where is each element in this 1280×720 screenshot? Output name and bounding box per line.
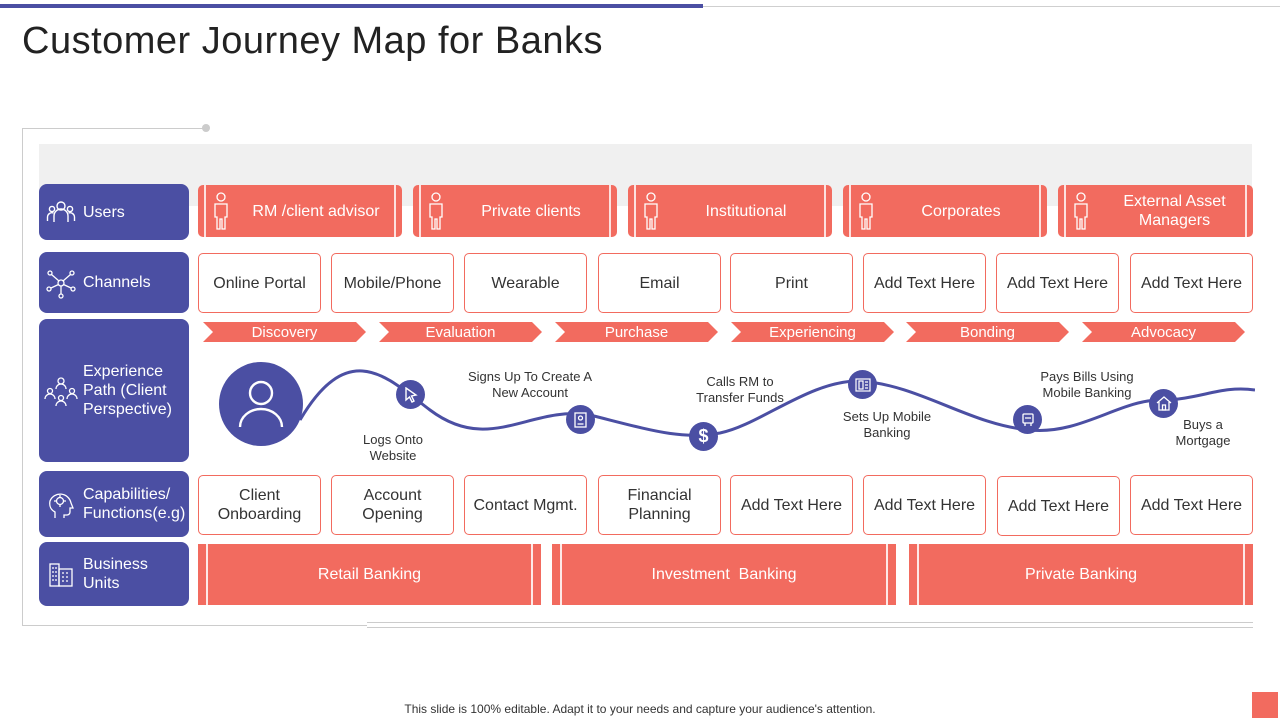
frame-top-line: [22, 128, 206, 129]
row-label-channels: Channels: [39, 252, 189, 313]
capability-box: Account Opening: [331, 475, 454, 535]
frame-left-line: [22, 128, 23, 626]
user-card: Corporates: [843, 185, 1047, 237]
cursor-icon: [396, 380, 425, 409]
business-unit-bar: Private Banking: [909, 544, 1253, 605]
business-unit-label: Investment Banking: [651, 565, 797, 583]
row-label-capabilities: Capabilities/ Functions(e.g): [39, 471, 189, 537]
channel-box: Email: [598, 253, 721, 313]
phase-arrow: Advocacy: [1082, 322, 1245, 342]
row-label-text: Capabilities/ Functions(e.g): [83, 486, 186, 522]
row-label-text: Users: [83, 203, 125, 221]
frame-bottom-double-line: [367, 622, 1253, 628]
row-label-text: Channels: [83, 274, 151, 291]
row-label-experience: Experience Path (Client Perspective): [39, 319, 189, 462]
users-group-icon: [39, 197, 83, 227]
channel-box: Print: [730, 253, 853, 313]
journey-step-label: Buys a Mortgage: [1175, 417, 1231, 448]
business-unit-bar: Investment Banking: [552, 544, 896, 605]
dollar-icon: $: [689, 422, 718, 451]
id-card-icon: [566, 405, 595, 434]
person-icon: [1058, 192, 1104, 230]
mobile-banking-icon: [848, 370, 877, 399]
capability-box: Contact Mgmt.: [464, 475, 587, 535]
capability-box: Add Text Here: [997, 476, 1120, 536]
channel-box: Add Text Here: [1130, 253, 1253, 313]
corner-accent: [1252, 692, 1278, 718]
business-unit-label: Private Banking: [1024, 565, 1138, 583]
row-label-text: Experience Path (Client Perspective): [83, 363, 172, 418]
capability-box: Client Onboarding: [198, 475, 321, 535]
user-card: Private clients: [413, 185, 617, 237]
channel-box: Mobile/Phone: [331, 253, 454, 313]
row-label-text: Business Units: [83, 556, 148, 592]
page-title: Customer Journey Map for Banks: [22, 20, 604, 62]
bill-icon: [1013, 405, 1042, 434]
channel-box: Add Text Here: [996, 253, 1119, 313]
capability-box: Financial Planning: [598, 475, 721, 535]
business-unit-bar: Retail Banking: [198, 544, 541, 605]
capability-box: Add Text Here: [1130, 475, 1253, 535]
person-icon: [843, 192, 889, 230]
people-circle-icon: [39, 373, 83, 409]
channel-box: Add Text Here: [863, 253, 986, 313]
person-icon: [198, 192, 244, 230]
journey-step-label: Sets Up Mobile Banking: [842, 409, 932, 440]
journey-step-label: Calls RM to Transfer Funds: [696, 374, 784, 405]
row-label-users: Users: [39, 184, 189, 240]
journey-step-label: Signs Up To Create A New Account: [467, 369, 593, 400]
journey-step-label: Logs Onto Website: [363, 432, 423, 463]
top-divider-line: [703, 6, 1280, 7]
phase-arrow: Bonding: [906, 322, 1069, 342]
row-label-business: Business Units: [39, 542, 189, 606]
person-outline-icon: [238, 380, 284, 428]
journey-path: [298, 369, 1255, 437]
user-card: External Asset Managers: [1058, 185, 1253, 237]
house-icon: [1149, 389, 1178, 418]
user-card: Institutional: [628, 185, 832, 237]
channel-box: Online Portal: [198, 253, 321, 313]
frame-dot: [202, 124, 210, 132]
person-icon: [413, 192, 459, 230]
customer-avatar: [219, 362, 303, 446]
journey-step-label: Pays Bills Using Mobile Banking: [1040, 369, 1134, 400]
capability-box: Add Text Here: [863, 475, 986, 535]
user-card: RM /client advisor: [198, 185, 402, 237]
phase-arrow: Evaluation: [379, 322, 542, 342]
phase-arrow: Purchase: [555, 322, 718, 342]
channel-box: Wearable: [464, 253, 587, 313]
business-unit-label: Retail Banking: [317, 565, 422, 583]
frame-bottom-line: [22, 625, 367, 626]
building-icon: [39, 560, 83, 588]
network-icon: [39, 267, 83, 299]
phase-arrow: Experiencing: [731, 322, 894, 342]
top-accent-bar: [0, 4, 703, 8]
capability-box: Add Text Here: [730, 475, 853, 535]
person-icon: [628, 192, 674, 230]
footer-note: This slide is 100% editable. Adapt it to…: [404, 702, 876, 716]
head-gear-icon: [39, 488, 83, 520]
phase-arrow: Discovery: [203, 322, 366, 342]
